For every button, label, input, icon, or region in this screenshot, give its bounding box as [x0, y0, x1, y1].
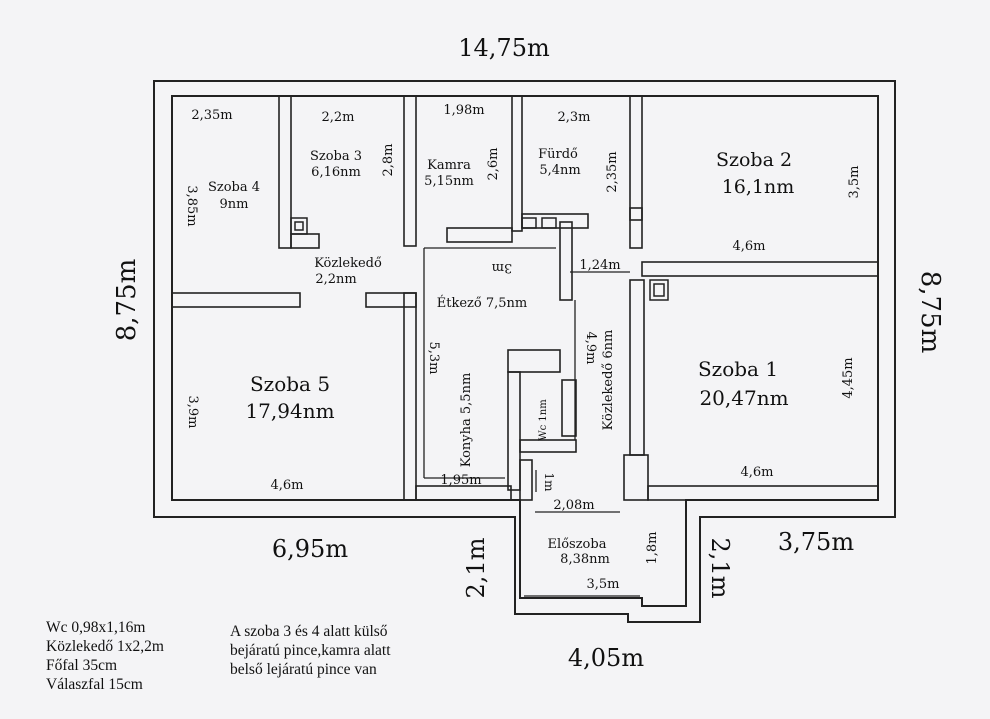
wall-szoba5-top: [365, 292, 417, 308]
wall-szoba2-bottom: [641, 261, 879, 277]
note-line: Közlekedő 1x2,2m: [46, 638, 164, 655]
chimneys: [290, 217, 669, 301]
wall-wc-top: [507, 349, 561, 373]
wall-szoba4-szoba3: [278, 95, 292, 249]
kozleked2-label: Közlekedő 6nm: [601, 330, 616, 431]
outer-wall-inner-line: [171, 95, 879, 607]
wall-szoba1-left: [629, 279, 645, 456]
notes-right: A szoba 3 és 4 alatt külső bejáratú pinc…: [230, 622, 391, 679]
wall-furdo-bottom: [521, 213, 589, 229]
dim-right-height: 8,75m: [915, 271, 945, 354]
wall-szoba1-bottom: [647, 485, 879, 501]
chimney-szoba4: [290, 217, 308, 235]
wall-szoba3-kamra: [403, 95, 417, 247]
dim-entrance-width: 4,05m: [568, 644, 644, 672]
wall-szoba2-left: [629, 207, 643, 249]
wc-depth: 1m: [542, 472, 556, 492]
furdo-height: 2,35m: [605, 151, 620, 192]
szoba5-height: 3,9m: [185, 395, 200, 428]
szoba4-name: Szoba 4: [208, 180, 260, 195]
notes-left: Wc 0,98x1,16m Közlekedő 1x2,2m Főfal 35c…: [46, 618, 164, 694]
eloszoba-area: 8,38nm: [560, 552, 610, 567]
szoba3-area: 6,16nm: [311, 165, 361, 180]
szoba1-area: 20,47nm: [699, 386, 788, 410]
interior-walls: [171, 95, 879, 501]
chimney-szoba4-inner: [294, 221, 304, 231]
chimney-szoba1: [649, 279, 669, 301]
kamra-area: 5,15nm: [424, 174, 474, 189]
szoba1-width: 4,6m: [740, 465, 773, 480]
note-line: Wc 0,98x1,16m: [46, 619, 146, 636]
wall-konyha-bottom: [415, 485, 512, 501]
wall-szoba5-right: [403, 292, 417, 501]
note-line: Főfal 35cm: [46, 657, 118, 674]
furdo-name: Fürdő: [538, 147, 578, 162]
note-line: belső lejáratú pince van: [230, 661, 377, 678]
szoba4-width: 2,35m: [191, 108, 232, 123]
eloszoba-top-width: 2,08m: [553, 498, 594, 513]
wall-wc-left: [507, 371, 521, 491]
dim-bottom-right: 3,75m: [778, 528, 854, 556]
szoba3-width: 2,2m: [321, 110, 354, 125]
szoba4-height: 3,85m: [184, 185, 199, 226]
dim-bottom-left: 6,95m: [272, 535, 348, 563]
connector-width: 1,24m: [579, 258, 620, 273]
wall-central: [559, 221, 573, 301]
wall-eloszoba-right: [623, 454, 649, 501]
note-line: bejáratú pince,kamra alatt: [230, 642, 391, 659]
konyha-width: 1,95m: [440, 473, 481, 488]
kozleked1-area: 2,2nm: [315, 272, 356, 287]
szoba5-width: 4,6m: [270, 478, 303, 493]
kamra-width: 1,98m: [443, 103, 484, 118]
szoba1-height: 4,45m: [841, 357, 856, 398]
eloszoba-height: 1,8m: [645, 531, 660, 564]
note-line: A szoba 3 és 4 alatt külső: [230, 623, 388, 640]
outer-wall-outer-line: [153, 80, 896, 623]
furdo-width: 2,3m: [557, 110, 590, 125]
szoba2-name: Szoba 2: [716, 149, 792, 171]
szoba3-height: 2,8m: [381, 143, 396, 176]
szoba5-name: Szoba 5: [250, 372, 330, 396]
etkezo-label: Étkező 7,5nm: [437, 295, 527, 311]
kozleked1-name: Közlekedő: [314, 256, 382, 271]
kozleked2-height: 4,9m: [583, 331, 598, 364]
chimney-szoba1-inner: [653, 283, 665, 297]
chimney-furdo-a: [521, 217, 537, 229]
szoba3-name: Szoba 3: [310, 149, 362, 164]
wc-label: Wc 1nm: [538, 399, 549, 441]
etkezo-width: 3m: [492, 260, 513, 275]
wall-kamra-furdo: [511, 95, 523, 232]
szoba2-width: 4,6m: [732, 239, 765, 254]
wall-szoba4-bottom: [171, 292, 301, 308]
dim-top-width: 14,75m: [458, 34, 550, 62]
szoba5-area: 17,94nm: [245, 399, 334, 423]
wall-furdo-szoba2: [629, 95, 643, 221]
szoba1-name: Szoba 1: [698, 357, 778, 381]
furdo-area: 5,4nm: [539, 163, 580, 178]
dim-entrance-left: 2,1m: [462, 537, 490, 598]
szoba4-area: 9nm: [220, 197, 249, 212]
wall-wc-right: [561, 379, 577, 437]
szoba2-height: 3,5m: [847, 165, 862, 198]
szoba2-area: 16,1nm: [722, 176, 795, 198]
note-line: Válaszfal 15cm: [46, 676, 143, 693]
eloszoba-width: 3,5m: [586, 577, 619, 592]
konyha-height: 5,3m: [426, 341, 441, 374]
wall-kamra-bottom: [446, 227, 513, 243]
chimney-furdo-b: [541, 217, 557, 229]
konyha-label: Konyha 5,5nm: [459, 373, 474, 468]
wall-szoba3-bottom: [290, 233, 320, 249]
dim-entrance-right: 2,1m: [706, 538, 734, 599]
eloszoba-name: Előszoba: [548, 537, 607, 552]
measure-lines: [423, 247, 640, 597]
wall-wc-bottom: [519, 439, 577, 453]
dim-left-height: 8,75m: [112, 259, 142, 342]
kamra-height: 2,6m: [486, 147, 501, 180]
kamra-name: Kamra: [427, 158, 471, 173]
wall-eloszoba-top: [519, 459, 533, 501]
